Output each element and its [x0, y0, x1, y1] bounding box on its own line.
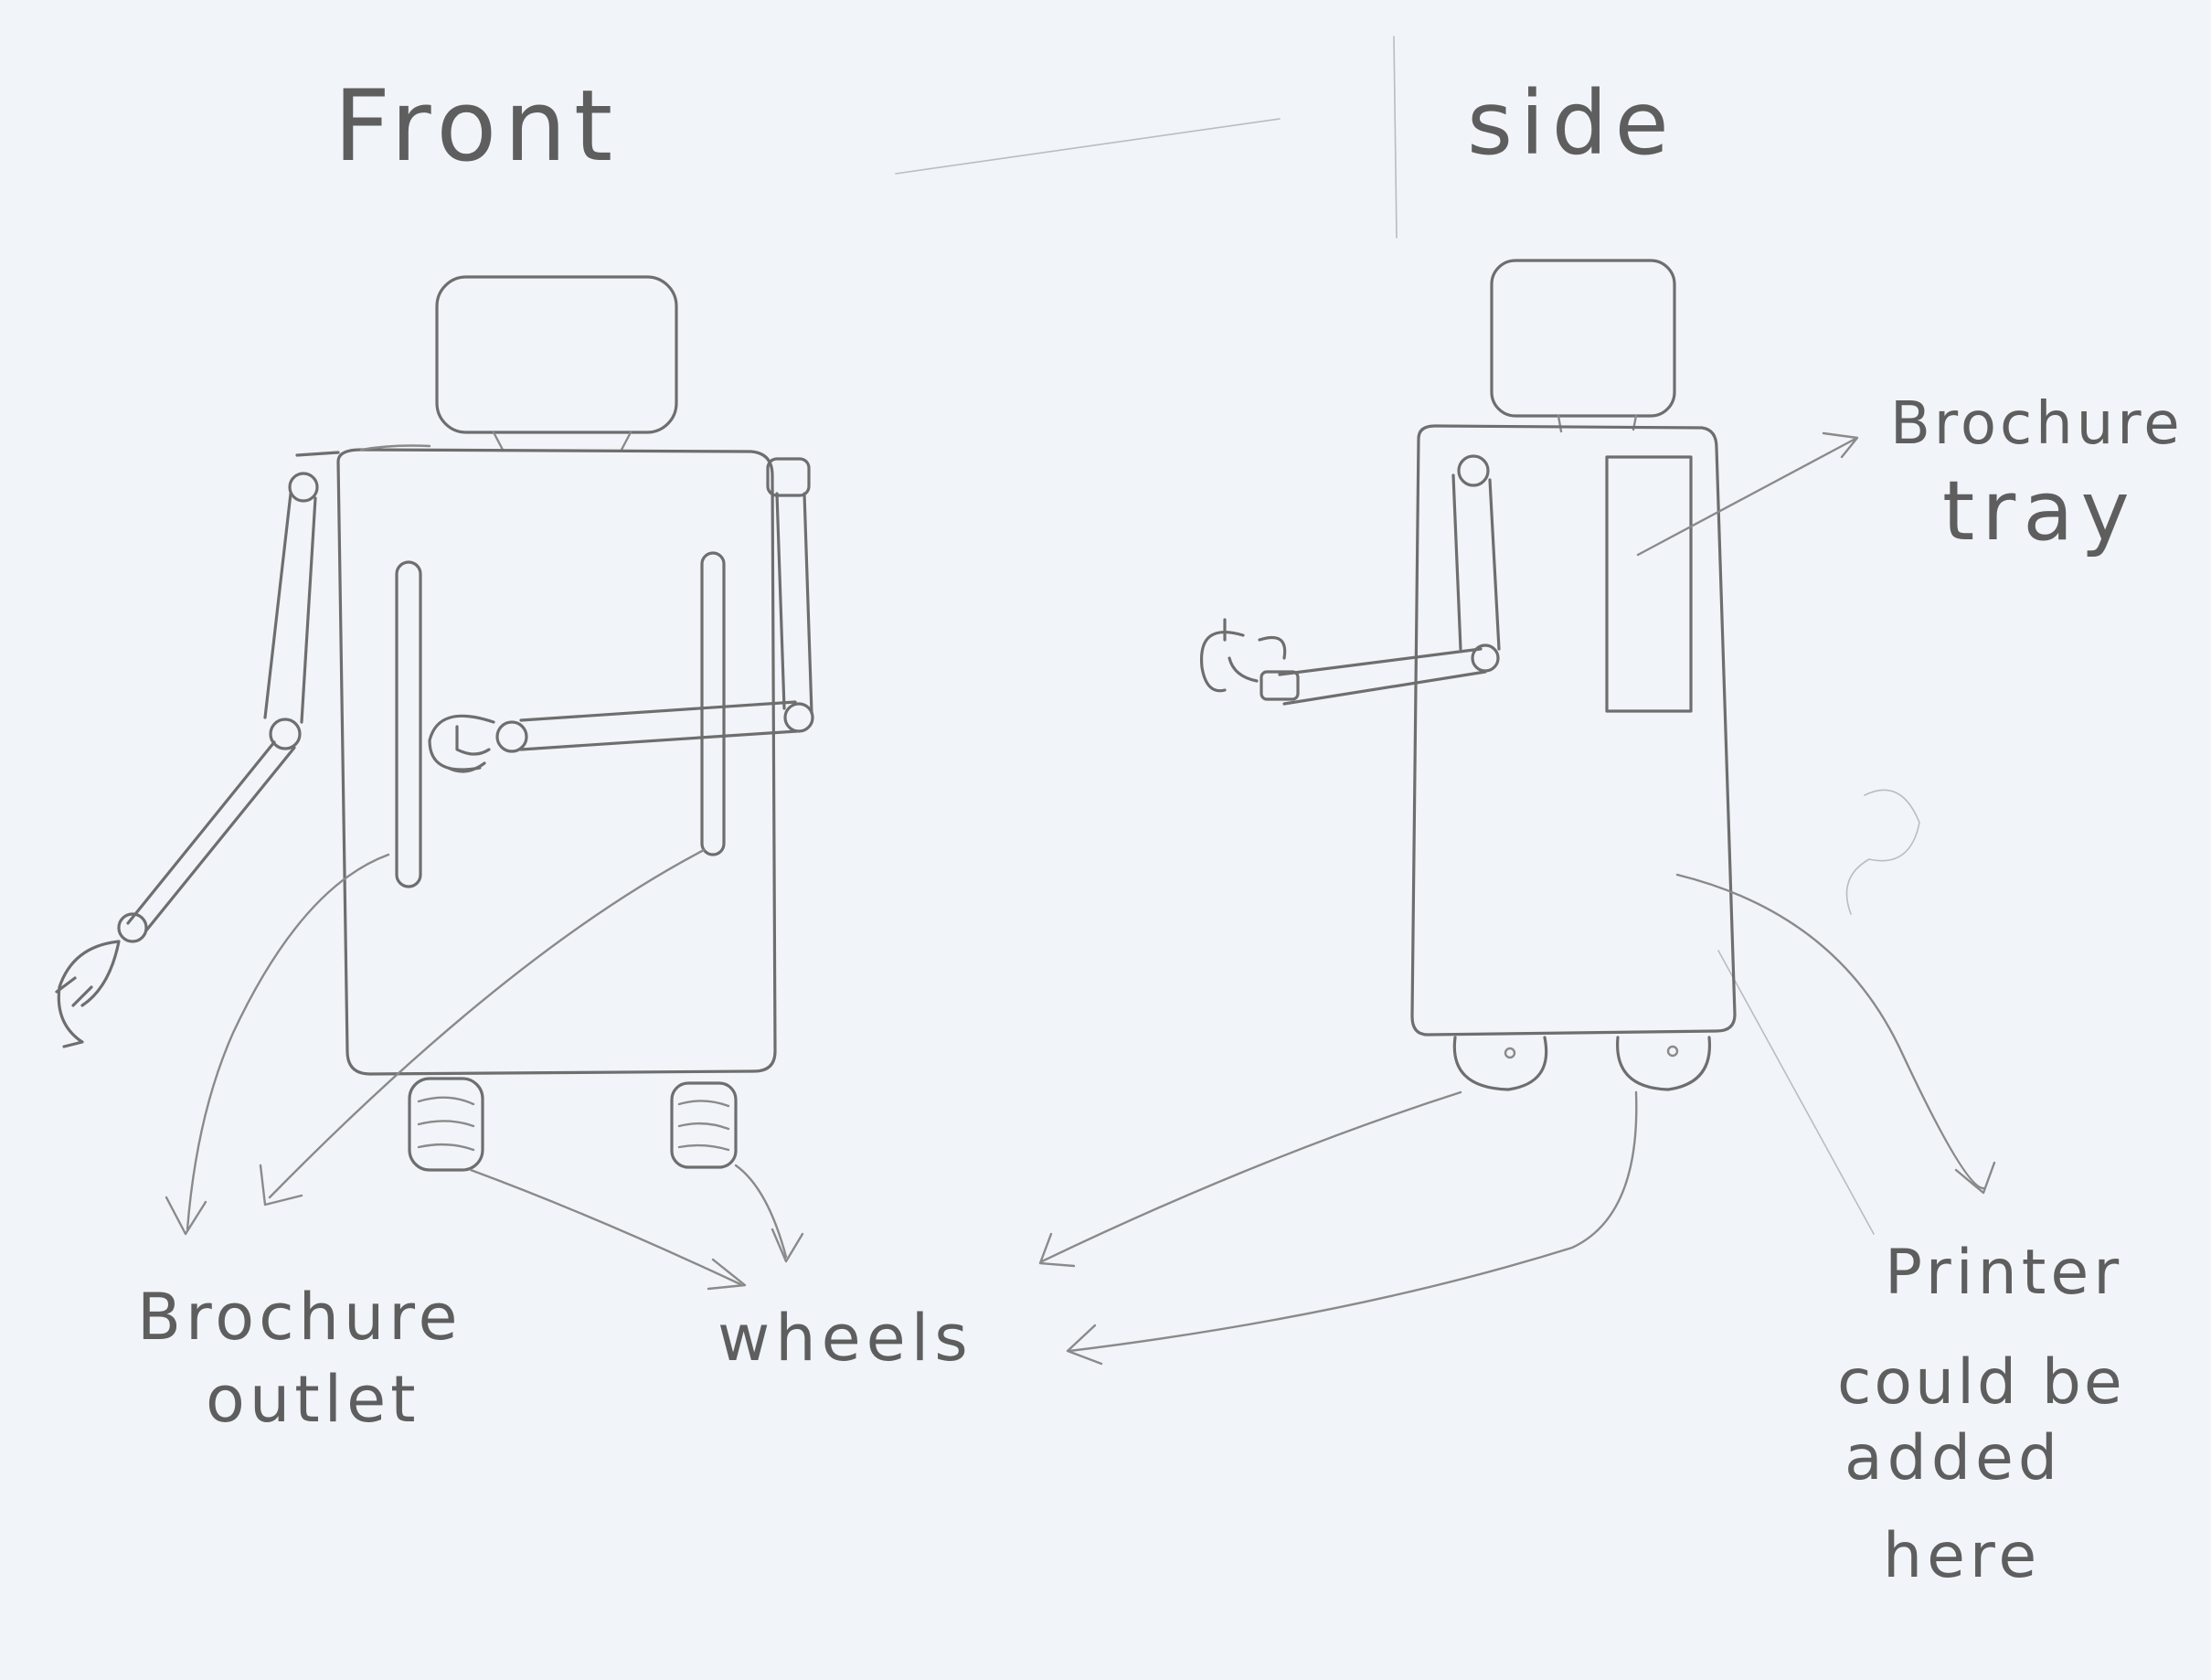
front-right-shoulder: [766, 457, 811, 497]
background-smudges: [895, 36, 1920, 1235]
side-upper-arm: [1451, 473, 1501, 651]
printer-label-line-3: added: [1844, 1422, 2062, 1494]
front-neck: [492, 431, 632, 452]
wheels-label: wheels: [718, 1301, 973, 1376]
side-wrist: [1260, 670, 1300, 701]
brochure-tray-label-line-1: Brochure: [1890, 390, 2184, 458]
front-right-brochure-slot: [700, 551, 726, 856]
front-left-upper-arm: [263, 451, 340, 724]
arrow-to-wheels-1: [469, 1168, 742, 1286]
arrow-to-brochure-outlet-1: [186, 853, 390, 1231]
front-left-gripper: [55, 940, 121, 1048]
printer-label-line-1: Printer: [1885, 1237, 2123, 1309]
arrow-to-wheels-4: [1068, 1090, 1638, 1353]
arrow-to-printer: [1675, 873, 1985, 1190]
front-right-elbow: [783, 702, 814, 733]
printer-label-line-4: here: [1883, 1520, 2041, 1592]
front-view-robot: [55, 275, 814, 1172]
arrow-to-brochure-tray: [1636, 437, 1857, 557]
front-left-brochure-slot: [395, 560, 422, 888]
front-head: [435, 275, 678, 434]
front-left-wheel: [408, 1077, 484, 1172]
side-neck: [1557, 414, 1638, 433]
side-head: [1490, 259, 1676, 418]
front-body: [336, 448, 777, 1076]
arrow-to-wheels-2: [734, 1164, 788, 1259]
front-view-title: Front: [334, 69, 620, 184]
front-arrows: [165, 848, 804, 1291]
front-left-forearm: [126, 740, 296, 932]
front-right-wheel: [670, 1081, 738, 1169]
front-right-gripper: [428, 714, 495, 773]
side-rear-wheel: [1616, 1036, 1712, 1091]
brochure-tray-label-line-2: tray: [1942, 463, 2137, 559]
side-view-robot: [1199, 259, 1737, 1091]
front-left-elbow: [269, 718, 302, 750]
front-right-upper-arm: [775, 492, 813, 715]
side-forearm: [1278, 647, 1487, 706]
front-right-forearm: [519, 700, 799, 751]
brochure-outlet-label-line-1: Brochure: [137, 1280, 462, 1355]
side-front-wheel: [1452, 1036, 1548, 1091]
brochure-outlet-label-line-2: outlet: [206, 1362, 420, 1437]
side-brochure-tray: [1605, 455, 1693, 713]
side-arrows: [1038, 431, 1996, 1366]
printer-label-line-2: could be: [1837, 1346, 2125, 1419]
side-body: [1410, 424, 1737, 1037]
arrow-to-wheels-3: [1040, 1090, 1462, 1263]
side-view-title: side: [1467, 72, 1676, 175]
front-left-wrist: [117, 912, 148, 943]
front-left-shoulder: [288, 472, 319, 503]
side-shoulder: [1457, 454, 1490, 487]
side-gripper: [1199, 618, 1287, 693]
arrow-to-brochure-outlet-2: [268, 848, 706, 1199]
front-right-wrist: [495, 720, 528, 753]
